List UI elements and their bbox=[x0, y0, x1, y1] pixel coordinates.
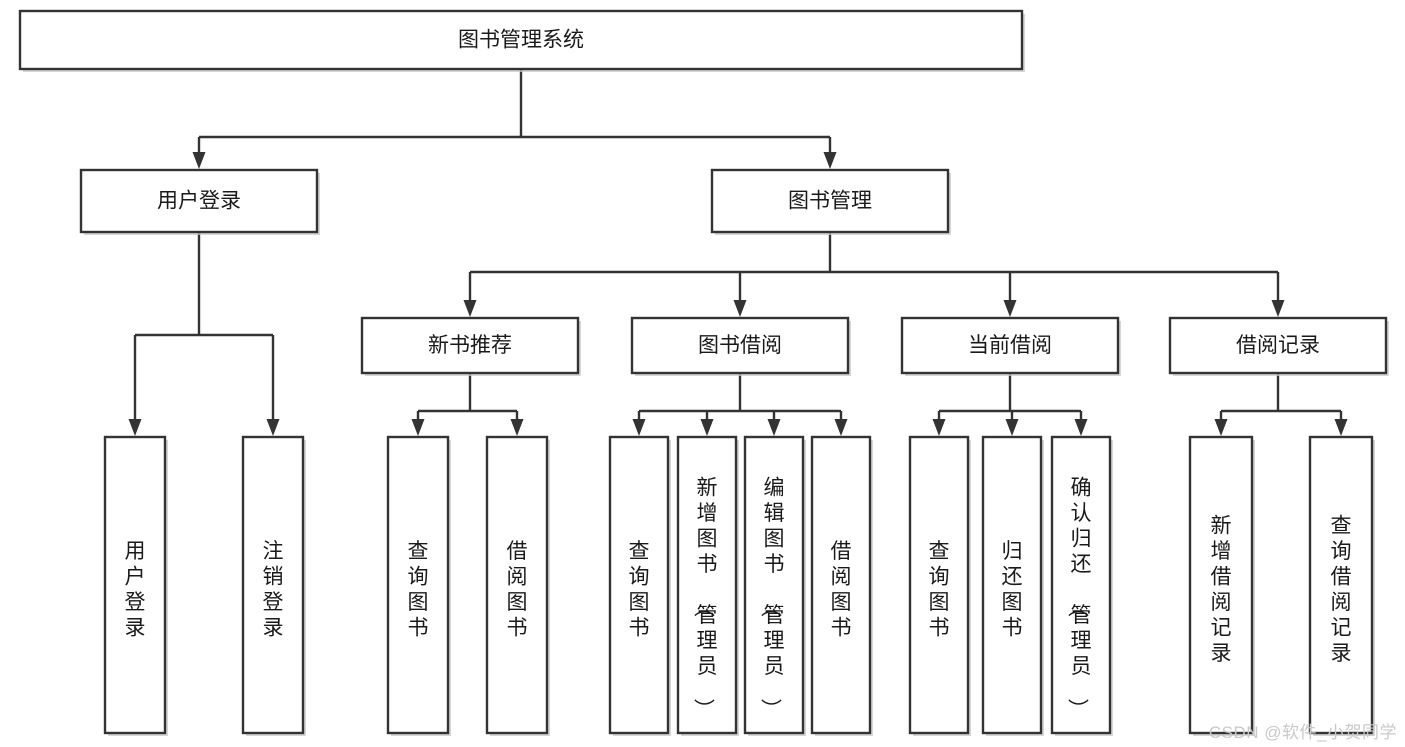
node-l1-0-用户登录[interactable]: 用户登录 bbox=[79, 168, 320, 235]
node-label: 查询借阅记录 bbox=[1331, 515, 1352, 666]
arrow-head-icon bbox=[1074, 419, 1088, 436]
node-label: 查询图书 bbox=[408, 540, 429, 640]
node-leaf-6-编辑图书管理员[interactable]: 编辑图书（管理员） bbox=[743, 435, 806, 736]
node-leaf-3-借阅图书[interactable]: 借阅图书 bbox=[485, 435, 550, 736]
edge-group-book-manage bbox=[463, 232, 1285, 317]
node-label: 图书管理 bbox=[788, 190, 872, 213]
node-leaf-1-注销登录[interactable]: 注销登录 bbox=[241, 435, 306, 736]
arrow-head-icon bbox=[733, 300, 747, 317]
arrow-head-icon bbox=[1334, 419, 1348, 436]
arrow-head-icon bbox=[128, 419, 142, 436]
node-label: 用户登录 bbox=[125, 540, 146, 640]
node-label: 确认归还（管理员） bbox=[1066, 476, 1092, 719]
node-leaf-5-新增图书管理员[interactable]: 新增图书（管理员） bbox=[676, 435, 739, 736]
node-label: 编辑图书（管理员） bbox=[759, 476, 785, 719]
arrow-head-icon bbox=[463, 300, 477, 317]
node-leaf-4-查询图书[interactable]: 查询图书 bbox=[608, 435, 671, 736]
arrow-head-icon bbox=[823, 152, 837, 169]
node-leaf-12-查询借阅记录[interactable]: 查询借阅记录 bbox=[1308, 435, 1375, 736]
node-leaf-11-新增借阅记录[interactable]: 新增借阅记录 bbox=[1188, 435, 1255, 736]
edge-group-user-login bbox=[128, 232, 280, 436]
edge-group-borrow-book bbox=[632, 373, 848, 436]
edge-group-root bbox=[192, 69, 837, 169]
node-label: 归还图书 bbox=[1002, 540, 1023, 640]
node-label: 注销登录 bbox=[263, 540, 284, 640]
node-l2-1-图书借阅[interactable]: 图书借阅 bbox=[630, 316, 851, 376]
edge-group-borrow-record bbox=[1214, 373, 1348, 436]
edge-group-new-book bbox=[411, 373, 524, 436]
node-root-0-图书管理系统[interactable]: 图书管理系统 bbox=[18, 9, 1025, 72]
arrow-head-icon bbox=[411, 419, 425, 436]
edge-group-current-borrow bbox=[932, 373, 1088, 436]
node-label: 借阅图书 bbox=[507, 540, 528, 640]
node-leaf-10-确认归还管理员[interactable]: 确认归还（管理员） bbox=[1050, 435, 1113, 736]
node-label: 当前借阅 bbox=[968, 334, 1052, 357]
arrow-head-icon bbox=[767, 419, 781, 436]
node-label: 新增图书（管理员） bbox=[692, 476, 718, 719]
node-leaf-0-用户登录[interactable]: 用户登录 bbox=[103, 435, 168, 736]
arrow-head-icon bbox=[192, 152, 206, 169]
node-leaf-8-查询图书[interactable]: 查询图书 bbox=[908, 435, 971, 736]
arrow-head-icon bbox=[510, 419, 524, 436]
node-label: 查询图书 bbox=[929, 540, 950, 640]
node-l2-2-当前借阅[interactable]: 当前借阅 bbox=[900, 316, 1121, 376]
node-leaf-9-归还图书[interactable]: 归还图书 bbox=[981, 435, 1044, 736]
arrow-head-icon bbox=[266, 419, 280, 436]
node-label: 借阅图书 bbox=[831, 540, 852, 640]
node-label: 新书推荐 bbox=[428, 334, 512, 357]
node-l2-0-新书推荐[interactable]: 新书推荐 bbox=[360, 316, 581, 376]
connector-layer bbox=[128, 69, 1348, 436]
arrow-head-icon bbox=[632, 419, 646, 436]
node-label: 图书管理系统 bbox=[458, 29, 584, 52]
arrow-head-icon bbox=[1003, 300, 1017, 317]
node-label: 新增借阅记录 bbox=[1211, 515, 1232, 666]
node-layer: 图书管理系统用户登录图书管理新书推荐图书借阅当前借阅借阅记录用户登录注销登录查询… bbox=[18, 9, 1389, 736]
arrow-head-icon bbox=[1214, 419, 1228, 436]
arrow-head-icon bbox=[1005, 419, 1019, 436]
arrow-head-icon bbox=[700, 419, 714, 436]
node-label: 借阅记录 bbox=[1236, 334, 1320, 357]
arrow-head-icon bbox=[834, 419, 848, 436]
node-l1-1-图书管理[interactable]: 图书管理 bbox=[710, 168, 951, 235]
arrow-head-icon bbox=[932, 419, 946, 436]
node-l2-3-借阅记录[interactable]: 借阅记录 bbox=[1168, 316, 1389, 376]
node-label: 查询图书 bbox=[629, 540, 650, 640]
arrow-head-icon bbox=[1271, 300, 1285, 317]
csdn-watermark: CSDN @软件_小贺同学 bbox=[1208, 723, 1397, 742]
node-label: 用户登录 bbox=[157, 190, 241, 213]
node-leaf-7-借阅图书[interactable]: 借阅图书 bbox=[810, 435, 873, 736]
node-label: 图书借阅 bbox=[698, 334, 782, 357]
node-leaf-2-查询图书[interactable]: 查询图书 bbox=[386, 435, 451, 736]
